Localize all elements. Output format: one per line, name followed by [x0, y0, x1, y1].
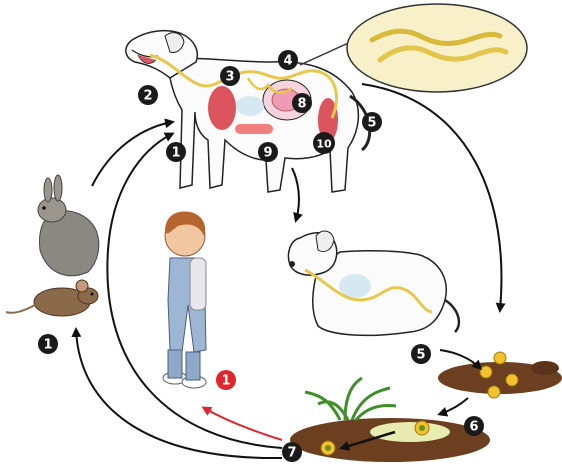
puppy-illustration [288, 231, 458, 335]
svg-text:9: 9 [263, 146, 272, 161]
svg-text:1: 1 [43, 338, 52, 353]
svg-text:2: 2 [143, 89, 152, 104]
dog-liver [236, 96, 264, 116]
badge-1-red: 1 [216, 370, 236, 390]
egg [488, 386, 500, 398]
badge-2: 2 [138, 85, 158, 105]
soil-with-grass [290, 378, 490, 462]
arrow-dog-to-puppy [292, 168, 299, 220]
badge-5-bottom: 5 [411, 344, 431, 364]
arrow-eggs-to-grass [440, 398, 468, 414]
soil-with-eggs [438, 352, 562, 398]
badge-8: 8 [292, 93, 312, 113]
dog-mammary [235, 124, 273, 134]
badge-7: 7 [282, 442, 302, 462]
badge-5-top: 5 [362, 112, 382, 132]
svg-text:1: 1 [171, 146, 180, 161]
svg-text:4: 4 [283, 54, 292, 69]
child-illustration [163, 212, 206, 388]
dog-lung [208, 86, 236, 130]
badge-1-left: 1 [38, 334, 58, 354]
mouse-illustration [6, 280, 98, 316]
egg [494, 352, 506, 364]
svg-text:3: 3 [225, 70, 234, 85]
svg-text:1: 1 [221, 374, 230, 389]
svg-text:6: 6 [469, 420, 478, 435]
badge-6: 6 [464, 416, 484, 436]
svg-text:8: 8 [297, 97, 306, 112]
badge-10: 10 [313, 132, 335, 154]
arrow-rabbit-to-dog [92, 122, 172, 186]
badge-1-top: 1 [166, 142, 186, 162]
egg [480, 366, 492, 378]
rabbit-illustration [38, 175, 99, 276]
svg-text:10: 10 [316, 138, 332, 151]
badge-4: 4 [278, 50, 298, 70]
svg-text:5: 5 [416, 348, 425, 363]
adult-dog-illustration [126, 31, 370, 192]
badge-3: 3 [220, 66, 240, 86]
svg-text:5: 5 [367, 116, 376, 131]
egg [506, 374, 518, 386]
badge-9: 9 [258, 142, 278, 162]
svg-text:7: 7 [287, 446, 296, 461]
